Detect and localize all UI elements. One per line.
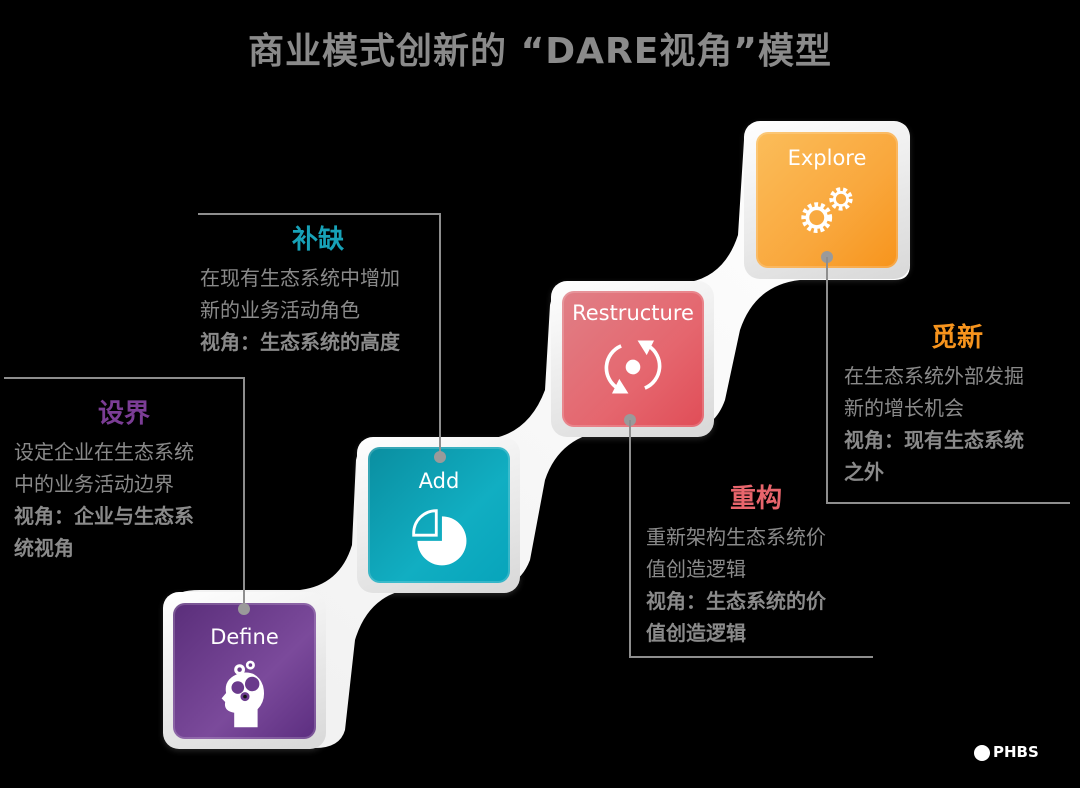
add-heading: 补缺 (291, 225, 344, 255)
restructure-card[interactable]: Restructure (562, 291, 704, 427)
explore-connector-v (826, 257, 828, 504)
restructure-description: 重构 重新架构生态系统价 值创造逻辑 视角：生态系统的价 值创造逻辑 (646, 481, 866, 649)
add-desc-line: 新的业务活动角色 (200, 298, 360, 322)
head-gears-icon (221, 660, 265, 728)
add-description: 补缺 在现有生态系统中增加 新的业务活动角色 视角：生态系统的高度 (200, 222, 436, 358)
restructure-label: Restructure (572, 301, 694, 325)
restructure-connector-v (629, 420, 631, 658)
define-view-line: 视角：企业与生态系 (14, 504, 194, 528)
define-anchor-dot (238, 603, 250, 615)
add-connector-h (198, 213, 440, 215)
define-card[interactable]: Define (173, 603, 316, 739)
explore-view-line: 视角：现有生态系统 (844, 428, 1024, 452)
add-connector-v (439, 213, 441, 458)
explore-card[interactable]: Explore (756, 132, 898, 268)
gears-icon (801, 187, 853, 233)
define-label: Define (210, 625, 279, 649)
define-desc-line: 中的业务活动边界 (14, 472, 174, 496)
cycle-arrows-icon (604, 340, 662, 394)
explore-label: Explore (787, 146, 867, 170)
explore-heading: 觅新 (930, 323, 983, 353)
restructure-view-line: 值创造逻辑 (646, 621, 746, 645)
define-desc-line: 设定企业在生态系统 (14, 440, 194, 464)
define-description: 设界 设定企业在生态系统 中的业务活动边界 视角：企业与生态系 统视角 (14, 396, 234, 564)
restructure-desc-line: 重新架构生态系统价 (646, 525, 826, 549)
restructure-view-line: 视角：生态系统的价 (646, 589, 826, 613)
explore-desc-line: 新的增长机会 (844, 396, 964, 420)
page-title: 商业模式创新的 “DARE视角”模型 (248, 31, 832, 72)
phbs-logo: PHBS (974, 743, 1039, 761)
add-card[interactable]: Add (368, 447, 510, 583)
restructure-connector-h (629, 656, 873, 658)
define-heading: 设界 (97, 399, 150, 429)
add-desc-line: 在现有生态系统中增加 (200, 266, 400, 290)
explore-connector-h (826, 502, 1070, 504)
explore-desc-line: 在生态系统外部发掘 (844, 364, 1024, 388)
define-view-line: 统视角 (14, 536, 74, 560)
add-anchor-dot (434, 451, 446, 463)
logo-emblem-icon (974, 744, 990, 761)
define-connector-h (4, 377, 245, 379)
pie-chart-icon (412, 509, 467, 566)
explore-description: 觅新 在生态系统外部发掘 新的增长机会 视角：现有生态系统 之外 (844, 320, 1070, 488)
restructure-heading: 重构 (729, 484, 782, 514)
explore-view-line: 之外 (844, 460, 884, 484)
define-connector-v (243, 377, 245, 611)
add-view-line: 视角：生态系统的高度 (200, 330, 400, 354)
add-label: Add (418, 469, 460, 493)
restructure-desc-line: 值创造逻辑 (646, 557, 746, 581)
logo-text: PHBS (993, 743, 1039, 761)
